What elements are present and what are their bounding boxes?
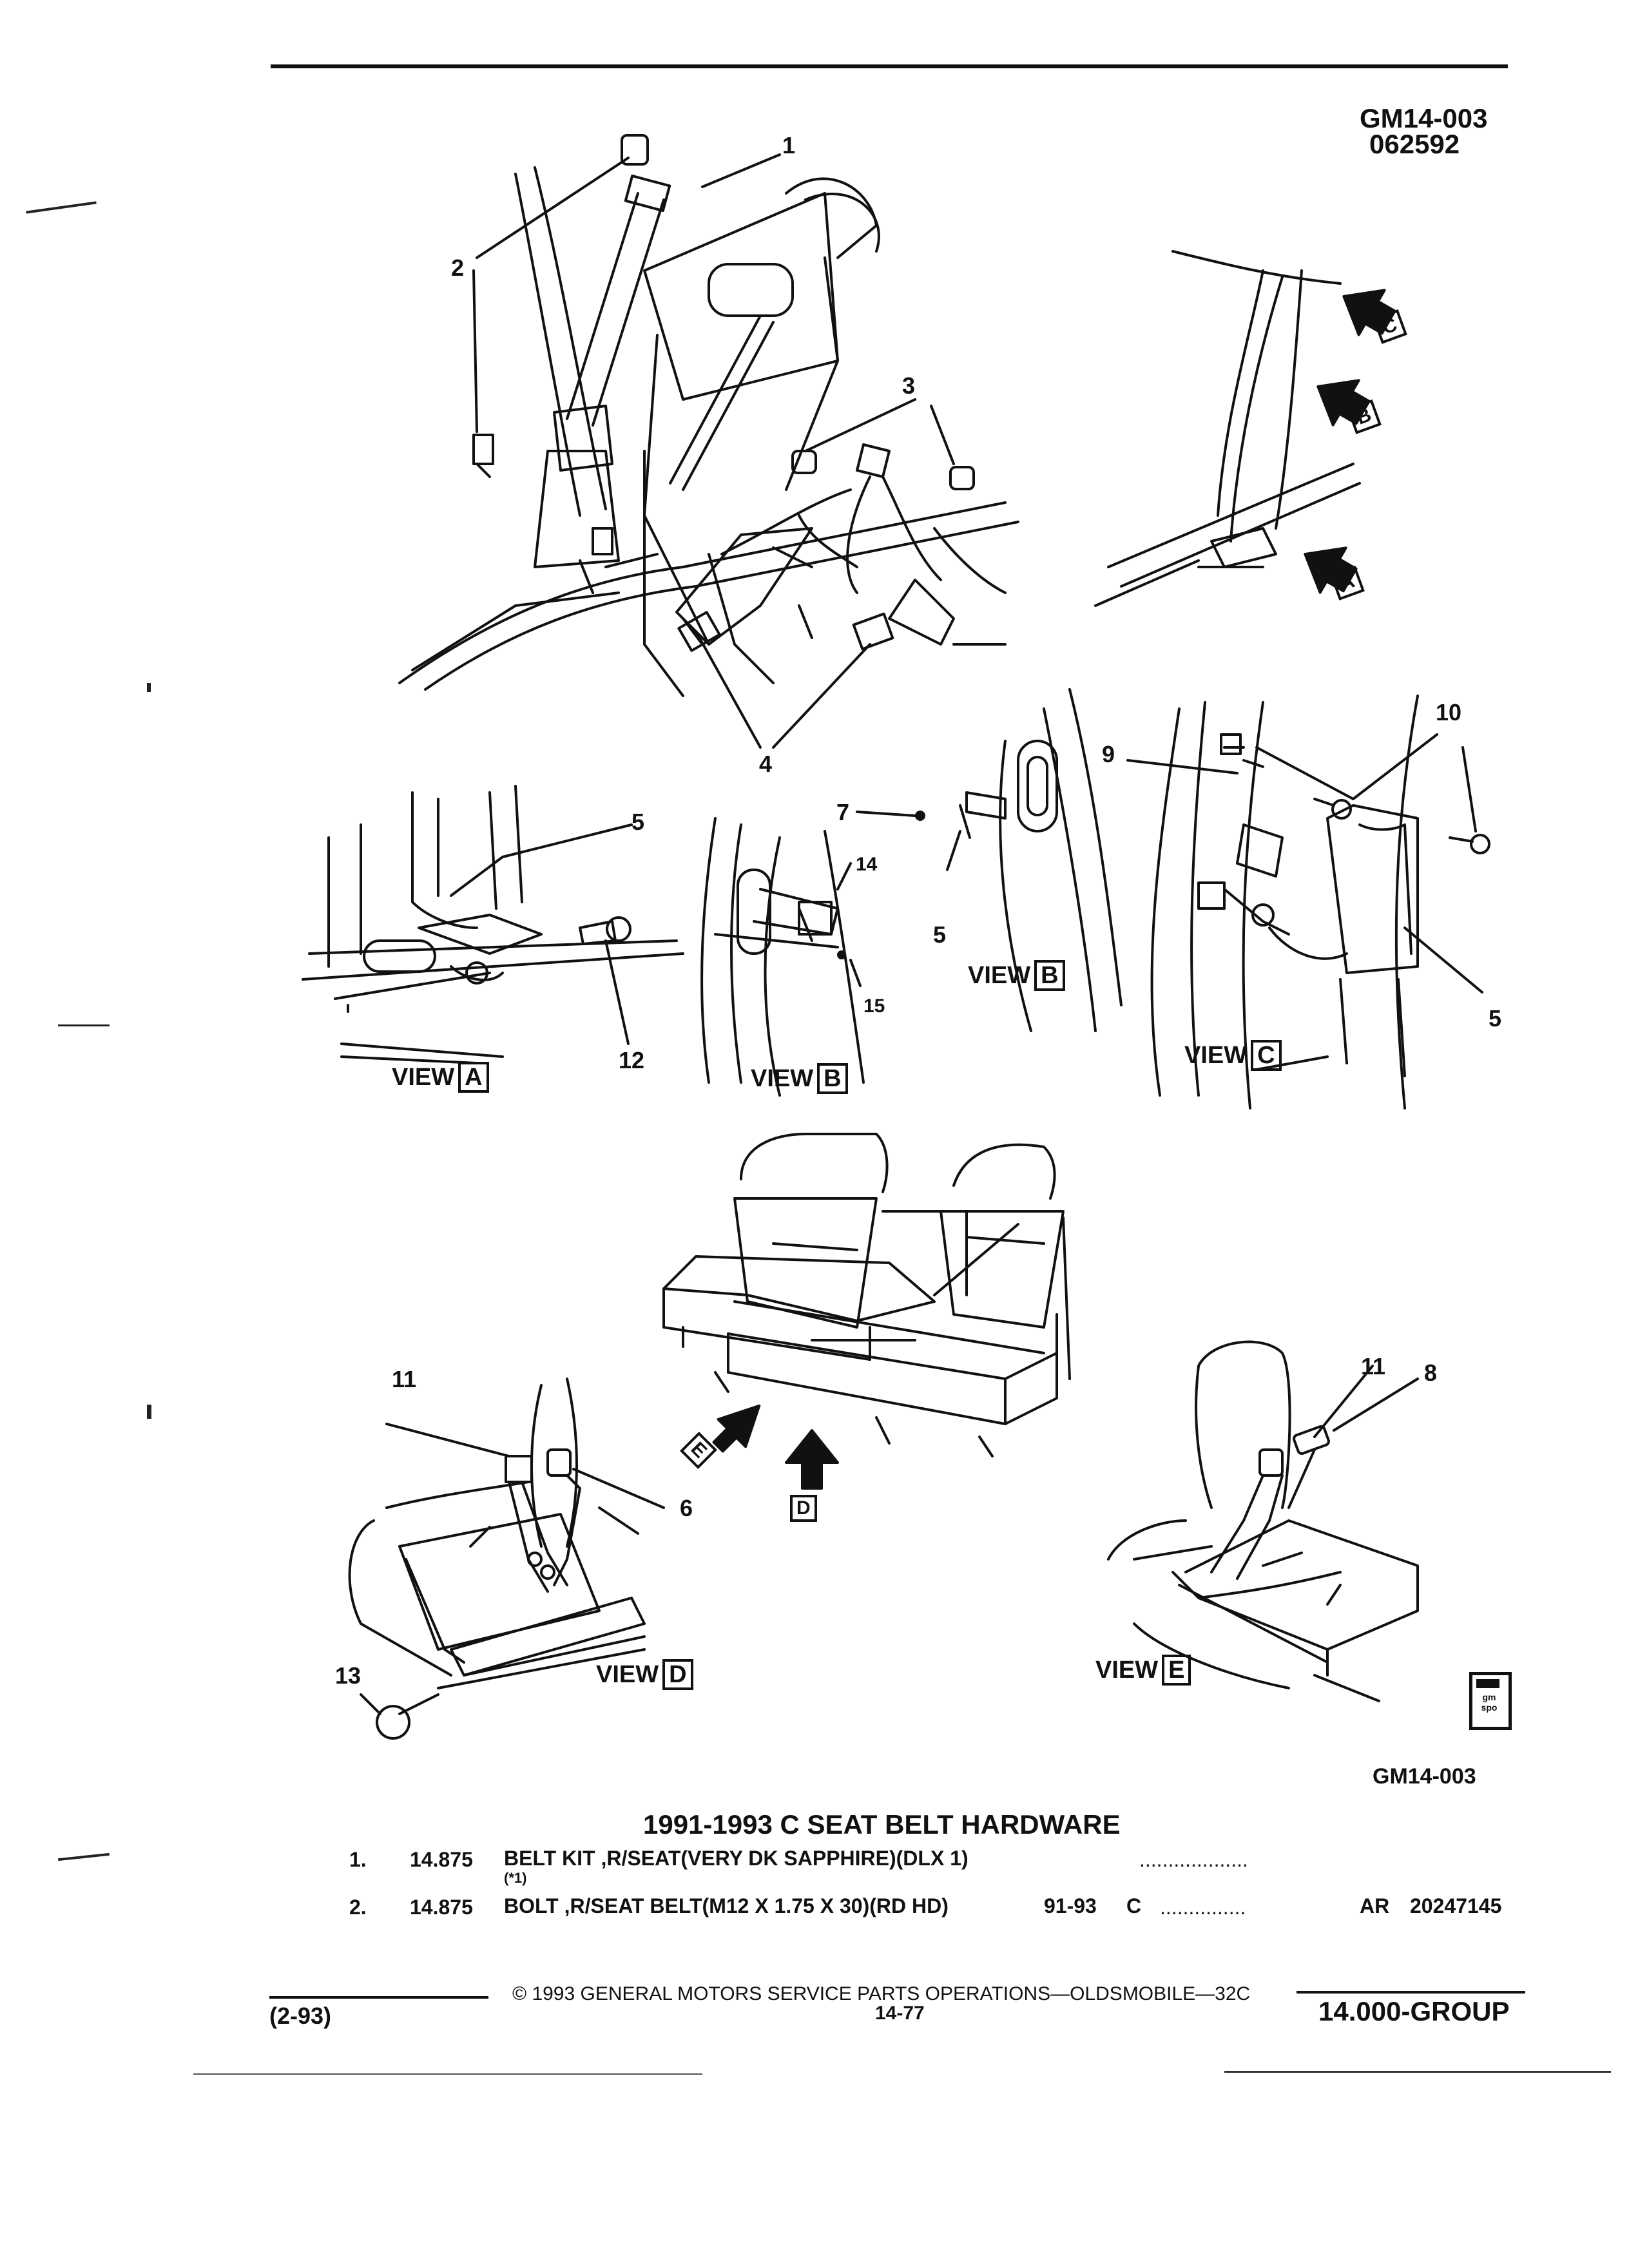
view-word: VIEW xyxy=(968,962,1031,989)
part-description: BELT KIT ,R/SEAT(VERY DK SAPPHIRE)(DLX 1… xyxy=(504,1847,969,1870)
footer-rule-left xyxy=(269,1996,488,1999)
pillar-arrow-view xyxy=(1094,250,1361,607)
main-belt-view xyxy=(398,134,1019,749)
part-years: 91-93 xyxy=(1044,1894,1097,1917)
figure-code: GM14-003 xyxy=(1373,1764,1476,1789)
view-letter: B xyxy=(817,1063,848,1094)
page-number: 14-77 xyxy=(875,2003,925,2024)
gm-spo-logo: gm spo xyxy=(1469,1672,1512,1730)
date-code: 062592 xyxy=(1369,129,1460,159)
view-word: VIEW xyxy=(392,1064,455,1091)
ref-code: GM14-003 xyxy=(1360,103,1488,133)
callout-3: 3 xyxy=(902,372,916,399)
top-rule xyxy=(271,64,1508,68)
view-word: VIEW xyxy=(1184,1042,1248,1069)
callout-9: 9 xyxy=(1102,741,1115,767)
margin-mark xyxy=(147,683,151,692)
callout-5b: 5 xyxy=(933,921,947,948)
arrow-a xyxy=(1304,546,1358,594)
logo-text: gm spo xyxy=(1481,1692,1498,1713)
part-number: 2. xyxy=(349,1896,367,1919)
callout-12: 12 xyxy=(619,1047,645,1073)
part-note: (*1) xyxy=(504,1870,527,1886)
view-a-illustration xyxy=(302,785,684,1064)
bottom-scan-line xyxy=(193,2073,702,2075)
group-label: 14.000-GROUP xyxy=(1318,1996,1510,2026)
arrow-label-d: D xyxy=(790,1495,817,1522)
view-b1-illustration xyxy=(700,817,865,1097)
part-description: BOLT ,R/SEAT BELT(M12 X 1.75 X 30)(RD HD… xyxy=(504,1894,949,1917)
callout-14: 14 xyxy=(856,854,878,875)
arrow-c xyxy=(1342,289,1396,336)
part-number: 1. xyxy=(349,1848,367,1871)
logo-inner-box xyxy=(1476,1679,1499,1688)
part-code: 14.875 xyxy=(410,1848,473,1871)
footer-rule-right xyxy=(1296,1991,1525,1994)
callout-11b: 11 xyxy=(1361,1353,1386,1379)
callout-1: 1 xyxy=(782,132,796,159)
view-letter: C xyxy=(1251,1040,1282,1071)
view-c-illustration xyxy=(1126,695,1490,1110)
callout-7: 7 xyxy=(836,799,850,825)
margin-mark xyxy=(58,1024,110,1026)
view-word: VIEW xyxy=(1095,1657,1159,1684)
callout-15: 15 xyxy=(863,995,885,1017)
callout-11a: 11 xyxy=(392,1366,417,1392)
part-dots: ................... xyxy=(1139,1848,1248,1871)
callout-13: 13 xyxy=(335,1662,361,1689)
part-number-code: 20247145 xyxy=(1410,1894,1502,1917)
part-dots: ............... xyxy=(1160,1896,1246,1919)
arrow-e xyxy=(712,1404,761,1453)
arrow-d xyxy=(785,1429,839,1490)
view-letter: E xyxy=(1162,1655,1191,1686)
page-title: 1991-1993 C SEAT BELT HARDWARE xyxy=(643,1809,1121,1840)
view-d-illustration xyxy=(348,1378,665,1740)
margin-mark xyxy=(147,1405,151,1419)
part-qty: AR xyxy=(1360,1894,1390,1917)
view-b2-illustration xyxy=(856,688,1123,1032)
callout-10: 10 xyxy=(1436,699,1462,726)
footer-date: (2-93) xyxy=(269,2003,332,2029)
callout-5a: 5 xyxy=(631,809,645,835)
view-letter: A xyxy=(458,1062,489,1093)
callout-4: 4 xyxy=(759,751,773,777)
part-code: 14.875 xyxy=(410,1896,473,1919)
callout-6: 6 xyxy=(680,1495,693,1521)
bench-seat-illustration xyxy=(662,1133,1071,1457)
view-word: VIEW xyxy=(596,1661,659,1688)
view-letter: D xyxy=(662,1659,693,1690)
callout-8: 8 xyxy=(1424,1360,1438,1386)
part-series: C xyxy=(1126,1894,1142,1917)
view-word: VIEW xyxy=(751,1065,814,1092)
arrow-b xyxy=(1316,379,1371,427)
copyright-line: © 1993 GENERAL MOTORS SERVICE PARTS OPER… xyxy=(512,1983,1251,2004)
view-e-illustration xyxy=(1107,1340,1419,1702)
view-letter: B xyxy=(1034,960,1065,991)
callout-5c: 5 xyxy=(1489,1005,1502,1032)
bottom-scan-line xyxy=(1224,2071,1611,2073)
callout-2: 2 xyxy=(451,255,465,281)
